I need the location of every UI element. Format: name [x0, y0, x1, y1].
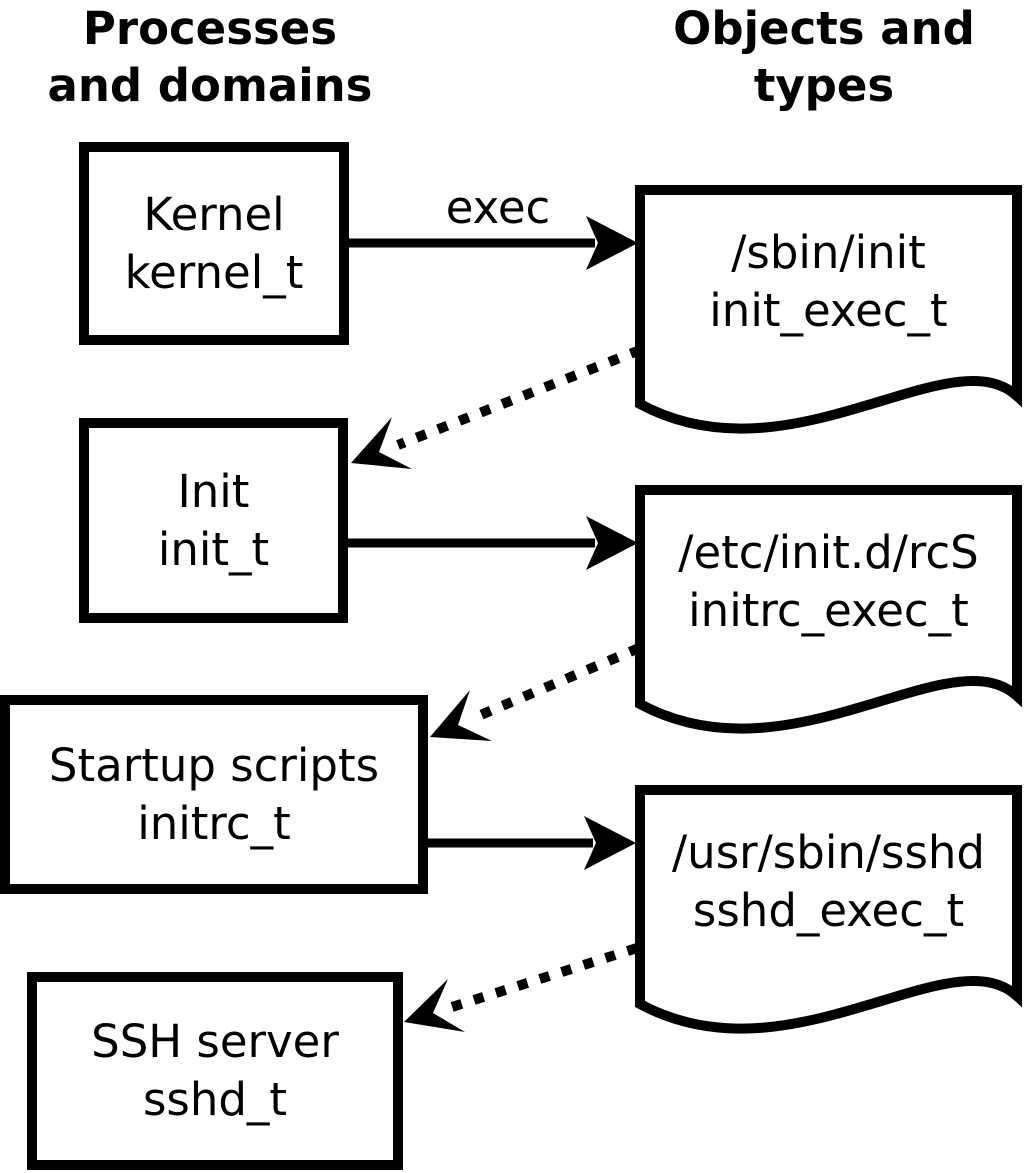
header-line: Objects and [673, 2, 975, 55]
arrowhead-icon [404, 979, 465, 1032]
arrowhead-icon [584, 816, 636, 870]
arrowhead-icon [351, 417, 412, 469]
edge-label-exec: exec [445, 181, 551, 234]
process-domain: kernel_t [124, 245, 304, 299]
document-shape-etc-initd-rcs [635, 485, 1022, 734]
process-domain: init_t [157, 522, 270, 576]
dotted-arrow-line [474, 643, 641, 722]
document-shape-sbin-init [635, 185, 1022, 434]
transition-arrow-sshd-to-ssh-server [404, 943, 639, 1032]
process-box-init: Init init_t [79, 418, 348, 623]
arrowhead-icon [586, 216, 638, 270]
object-path: /etc/init.d/rcS [678, 526, 979, 579]
process-box-ssh-server: SSH server sshd_t [27, 972, 403, 1170]
exec-arrow-kernel-to-sbin-init [349, 216, 638, 270]
header-line: Processes [82, 2, 338, 55]
object-label-etc-initd-rcs: /etc/init.d/rcS initrc_exec_t [640, 492, 1017, 696]
exec-arrow-init-to-etc-initd-rcs [347, 516, 638, 570]
header-line: and domains [47, 59, 373, 112]
object-label-usr-sbin-sshd: /usr/sbin/sshd sshd_exec_t [640, 792, 1017, 996]
process-box-kernel: Kernel kernel_t [79, 142, 349, 345]
object-type: init_exec_t [709, 284, 948, 337]
transition-arrow-sbin-init-to-init [351, 345, 642, 469]
column-header-processes-and-domains: Processes and domains [10, 0, 410, 114]
process-domain: sshd_t [142, 1073, 288, 1126]
process-name: Init [177, 464, 250, 518]
dotted-arrow-line [450, 943, 639, 1012]
transition-arrow-rcs-to-startup-scripts [430, 643, 641, 741]
object-label-sbin-init: /sbin/init init_exec_t [640, 192, 1017, 396]
arrowhead-icon [430, 690, 492, 741]
process-box-startup-scripts: Startup scripts initrc_t [0, 695, 428, 894]
document-shape-usr-sbin-sshd [635, 785, 1022, 1034]
process-name: Kernel [143, 187, 285, 241]
object-type: sshd_exec_t [692, 884, 965, 937]
object-type: initrc_exec_t [688, 584, 969, 637]
process-name: Startup scripts [48, 738, 380, 792]
header-line: types [753, 59, 895, 112]
exec-arrow-initrc-to-usr-sbin-sshd [428, 816, 636, 870]
dotted-arrow-line [396, 345, 642, 450]
object-path: /usr/sbin/sshd [672, 826, 985, 879]
process-domain: initrc_t [137, 796, 291, 850]
arrowhead-icon [586, 516, 638, 570]
process-name: SSH server [91, 1015, 339, 1068]
object-path: /sbin/init [731, 226, 926, 279]
column-header-objects-and-types: Objects and types [630, 0, 1018, 114]
